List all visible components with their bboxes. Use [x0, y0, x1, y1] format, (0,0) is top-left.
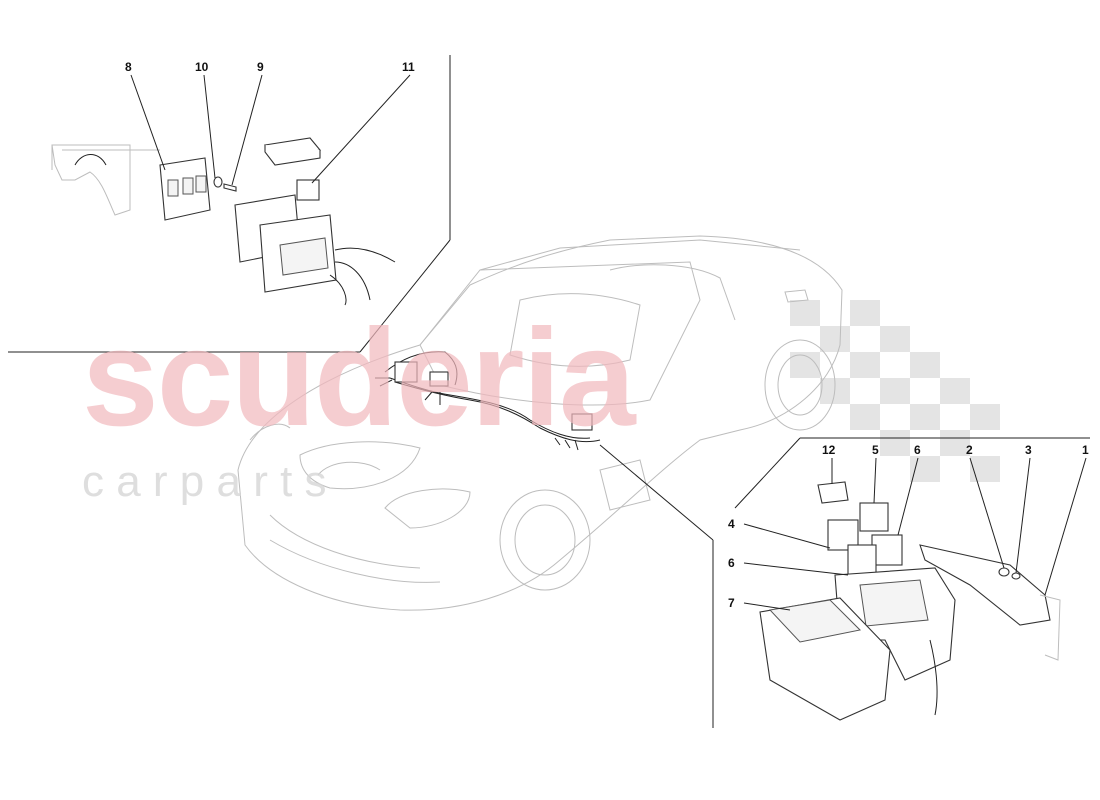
leaders-top-left: [130, 74, 411, 186]
wiring-harness: [375, 351, 601, 451]
callout-1: 1: [1082, 443, 1089, 457]
inset-top-left-parts: [51, 137, 396, 306]
callout-10: 10: [195, 60, 209, 74]
callout-11: 11: [402, 60, 415, 74]
leaders-bottom-right: [743, 457, 1087, 611]
watermark-main: scuderia: [82, 301, 637, 455]
callout-3: 3: [1025, 443, 1032, 457]
callout-12: 12: [822, 443, 836, 457]
callout-4: 4: [728, 517, 735, 531]
watermark-sub: c a r p a r t s: [82, 457, 327, 506]
car-outline: [237, 235, 843, 611]
callout-9: 9: [257, 60, 264, 74]
callout-labels: 8 10 9 11 12 5 6 2 3 1 4 6 7: [125, 60, 1089, 610]
callout-7: 7: [728, 596, 735, 610]
checkered-flag-watermark: [790, 300, 1000, 482]
inset-frame-bottom-right: [599, 437, 1090, 728]
callout-2: 2: [966, 443, 973, 457]
inset-frame-top-left: [8, 55, 451, 353]
callout-5: 5: [872, 443, 879, 457]
callout-6-top: 6: [914, 443, 921, 457]
inset-bottom-right-parts: [759, 481, 1061, 721]
callout-6-bottom: 6: [728, 556, 735, 570]
callout-8: 8: [125, 60, 132, 74]
